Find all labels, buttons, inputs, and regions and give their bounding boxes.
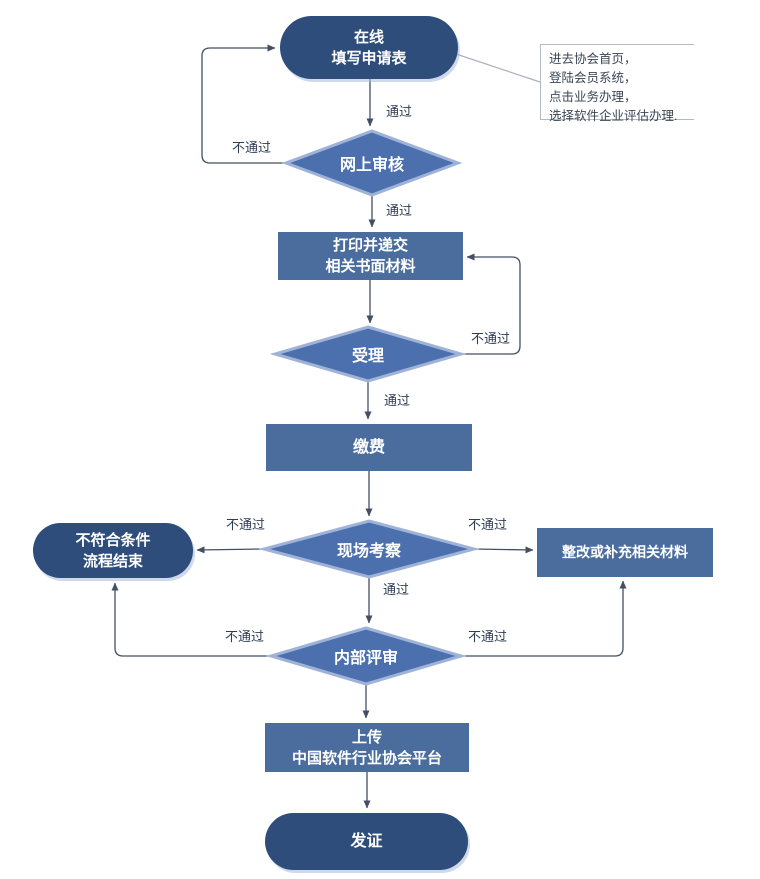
edge-label-fail-acceptance: 不通过 <box>471 331 511 346</box>
decision-internal-review-shape <box>265 626 467 686</box>
node-start-line1: 在线 <box>353 28 384 46</box>
edge-label-fail-online-review: 不通过 <box>232 140 272 155</box>
annotation-note: 进去协会首页， 登陆会员系统， 点击业务办理， 选择软件企业评估办理. <box>540 44 694 123</box>
node-print-line1: 打印并递交 <box>332 237 408 254</box>
connector-acceptance-fail-loop <box>461 253 521 355</box>
node-issue-label: 发证 <box>350 833 383 850</box>
edge-label-pass-online-review: 通过 <box>386 104 413 119</box>
node-not-qualified-line1: 不符合条件 <box>75 531 151 549</box>
connector-internal-review-fail-to-end <box>111 582 271 657</box>
edge-label-pass-acceptance: 通过 <box>384 393 411 408</box>
node-payment: 缴费 <box>266 424 472 471</box>
node-upload-platform: 上传 中国软件行业协会平台 <box>265 723 469 772</box>
decision-online-review-shape <box>281 129 463 197</box>
node-print-line2: 相关书面材料 <box>325 258 416 275</box>
edge-label-pass-to-print: 通过 <box>386 203 413 218</box>
node-not-qualified-end: 不符合条件 流程结束 <box>33 523 193 578</box>
node-payment-label: 缴费 <box>352 439 385 456</box>
decision-acceptance-shape <box>269 325 467 383</box>
edge-label-fail-internal-right: 不通过 <box>468 629 508 644</box>
node-rectify-supplement-materials: 整改或补充相关材料 <box>537 528 713 577</box>
edge-label-pass-site-inspection: 通过 <box>383 582 410 597</box>
node-rectify-label: 整改或补充相关材料 <box>562 544 688 560</box>
connector-internal-review-fail-to-rectify <box>461 580 627 657</box>
decision-site-inspection-shape <box>258 519 480 579</box>
node-not-qualified-line2: 流程结束 <box>82 552 143 570</box>
annotation-note-line2: 登陆会员系统， <box>549 71 637 85</box>
node-issue-certificate: 发证 <box>265 813 468 870</box>
node-start-online-application: 在线 填写申请表 <box>280 16 458 79</box>
annotation-note-line1: 进去协会首页， <box>549 52 637 66</box>
edge-label-fail-internal-left: 不通过 <box>225 629 265 644</box>
annotation-note-line3: 点击业务办理， <box>549 90 637 104</box>
node-upload-line1: 上传 <box>351 728 382 746</box>
connector-note-callout <box>455 53 541 83</box>
edge-label-fail-site-right: 不通过 <box>468 517 508 532</box>
node-start-line2: 填写申请表 <box>331 49 407 67</box>
connector-site-inspection-fail-to-rectify <box>473 546 534 554</box>
node-print-submit-materials: 打印并递交 相关书面材料 <box>278 232 463 280</box>
node-upload-line2: 中国软件行业协会平台 <box>291 749 442 767</box>
connector-site-inspection-fail-to-end <box>196 546 265 554</box>
annotation-note-line4: 选择软件企业评估办理. <box>549 109 678 123</box>
connector-online-review-fail-loop <box>201 44 286 164</box>
edge-label-fail-site-left: 不通过 <box>226 517 266 532</box>
